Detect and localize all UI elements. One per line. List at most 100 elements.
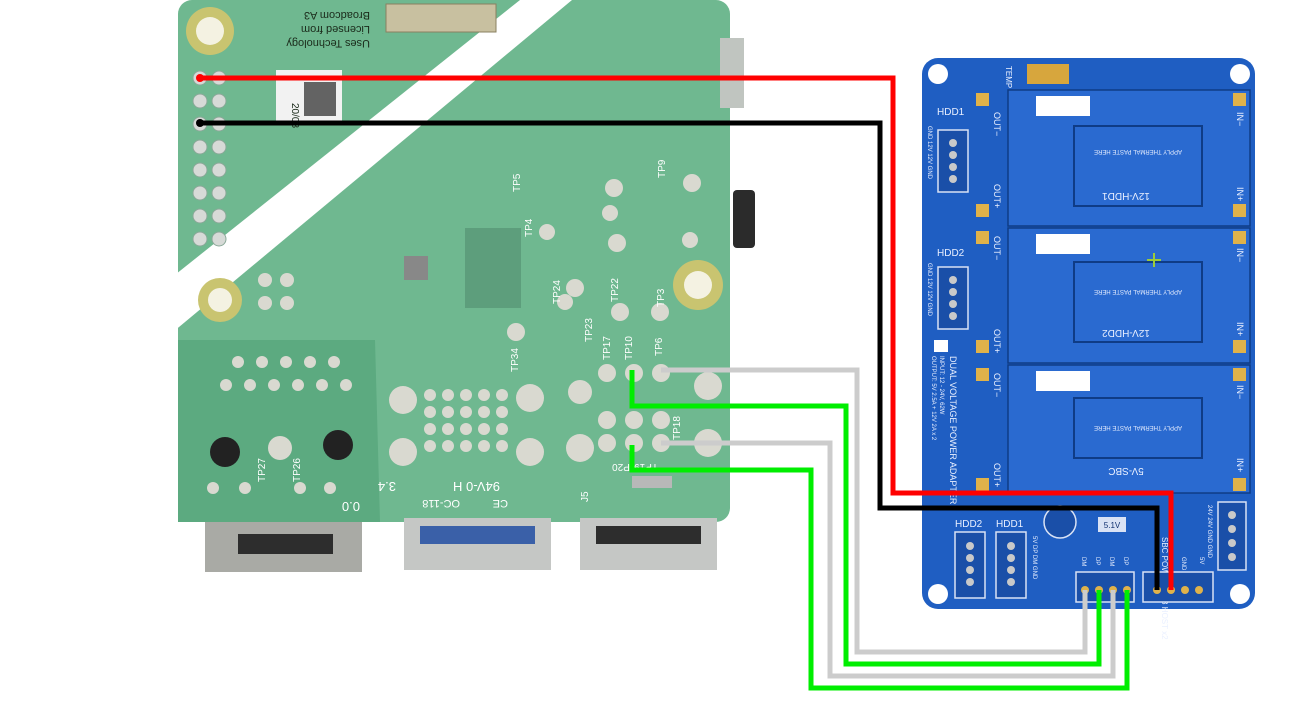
thermal-label: APPLY THERMAL PASTE HERE [1094, 424, 1182, 430]
tp-label: TP26 [292, 458, 303, 482]
tp-label: TP10 [624, 336, 635, 360]
audio-jack [733, 190, 755, 248]
out-in-pads [976, 93, 1246, 491]
output-spec: OUTPUT: 5V 2.5A + 12V 2A x 2 [930, 356, 936, 441]
in-plus-label: IN+ [1235, 322, 1245, 336]
raspberry-pi-board: Uses Technology Licensed from Broadcom A… [161, 0, 770, 582]
hdd1-connector: HDD1 GND 12V 12V GND [926, 107, 969, 193]
pin-label: 5V [1198, 557, 1204, 564]
pin-label: DP [1094, 557, 1100, 565]
out-plus-label: OUT+ [992, 184, 1002, 208]
tp-label: TP27 [257, 458, 268, 482]
hdd-pins-label: GND 12V 12V GND [926, 263, 932, 317]
wire-gnd [200, 120, 1160, 590]
mounting-hole [928, 584, 948, 604]
hdd1-label: HDD1 [937, 107, 965, 118]
mounting-hole [1230, 584, 1250, 604]
hdd2-connector: HDD2 GND 12V 12V GND [926, 248, 969, 330]
pin-label: GND [1180, 557, 1186, 571]
wire-data-c [629, 370, 1102, 667]
wire-data-d [629, 445, 1130, 691]
tp-label: TP9 [657, 159, 668, 178]
wire-data-b [661, 440, 1116, 679]
mounting-hole [1230, 64, 1250, 84]
pin-label: DP [1122, 557, 1128, 565]
j5-label: J5 [580, 491, 591, 502]
sd-slot [385, 3, 497, 33]
zener-label: 5.1V [1104, 521, 1121, 530]
usb-host-connector: DM DP DM DP [1075, 557, 1135, 603]
diagonal-stripe [161, 0, 572, 342]
tp-label: TP4 [524, 218, 535, 237]
silk-line: Licensed from [301, 23, 370, 35]
tp-label: TP23 [584, 318, 595, 342]
mounting-hole [673, 260, 723, 310]
out-plus-label: OUT+ [992, 463, 1002, 487]
out-minus-label: OUT− [992, 373, 1002, 397]
tp-labels: TP5 TP9 TP4 TP24 TP22 TP3 TP23 TP17 TP10… [257, 159, 683, 482]
bottom-hdd1-connector: HDD1 5V DP DM GND [995, 519, 1037, 599]
thermal-label: APPLY THERMAL PASTE HERE [1094, 288, 1182, 294]
tp-label: TP6 [654, 337, 665, 356]
wire-5v [200, 75, 1174, 590]
screw-head [210, 437, 240, 467]
bga-area [465, 228, 521, 308]
hdd1-label: HDD1 [996, 519, 1024, 530]
tp-label: TP18 [672, 416, 683, 440]
in-minus-label: IN− [1235, 112, 1245, 126]
board-mark: 3.4 [378, 479, 396, 494]
in-plus-label: IN+ [1235, 187, 1245, 201]
pin-label: DM [1080, 557, 1086, 566]
adapter-title: DUAL VOLTAGE POWER ADAPTER [948, 356, 958, 505]
in-minus-label: IN− [1235, 385, 1245, 399]
section-label: 12V-HDD1 [1102, 190, 1150, 201]
screw-head [323, 430, 353, 460]
input-spec: INPUT: 12 - 24V, 62W [938, 356, 944, 415]
power-adapter-board: TEMP APPLY THERMAL PASTE HERE 12V-HDD1 A… [922, 58, 1255, 640]
usb-pins-label: 5V DP DM GND [1031, 536, 1037, 580]
ce-mark: CE [493, 497, 508, 509]
silk-line: Broadcom A3 [304, 9, 370, 21]
in-plus-label: IN+ [1235, 458, 1245, 472]
rev-mark: 0.0 [342, 499, 360, 514]
in-minus-label: IN− [1235, 248, 1245, 262]
section-sbc: APPLY THERMAL PASTE HERE 5V-SBC [1007, 364, 1251, 494]
tp-label: TP19 [634, 461, 658, 472]
silk-line: Uses Technology [286, 37, 370, 49]
out-minus-label: OUT− [992, 236, 1002, 260]
board-mark: 94V-0 H [453, 479, 500, 494]
section-label: 5V-SBC [1108, 465, 1144, 476]
test-connector [632, 476, 672, 488]
section-hdd1: APPLY THERMAL PASTE HERE 12V-HDD1 [1007, 89, 1251, 227]
mounting-hole [198, 278, 242, 322]
section-hdd2: APPLY THERMAL PASTE HERE 12V-HDD2 [1007, 227, 1251, 364]
wire-endpoints [196, 74, 204, 127]
temp-label: TEMP [1004, 66, 1013, 88]
tp-label: TP22 [610, 278, 621, 302]
zener-diode [1098, 517, 1126, 532]
tp-label: TP5 [512, 173, 523, 192]
crystal [404, 256, 428, 280]
usb-c-port [720, 38, 744, 108]
out-plus-label: OUT+ [992, 329, 1002, 353]
input-connector: 24V 24V GND GND [1206, 501, 1247, 571]
bottom-hdd2-connector: HDD2 [954, 519, 986, 599]
tp-label: TP20 [612, 461, 636, 472]
wires [200, 75, 1174, 691]
temp-pad [1027, 64, 1069, 84]
input-pins-label: 24V 24V GND GND [1206, 505, 1212, 559]
tp-label: TP24 [552, 280, 563, 304]
pi-silk-text: Uses Technology Licensed from Broadcom A… [286, 9, 370, 49]
tp-label: TP34 [510, 348, 521, 372]
pin-label: DM [1108, 557, 1114, 566]
oc-mark: OC-118 [422, 497, 460, 509]
date-code: 20/03 [289, 103, 300, 128]
hdd-pins-label: GND 12V 12V GND [926, 126, 932, 180]
capacitor [1043, 505, 1077, 539]
tp-label: TP17 [602, 336, 613, 360]
hdd2-label: HDD2 [955, 519, 983, 530]
mounting-hole [928, 64, 948, 84]
wire-data-a [661, 367, 1088, 655]
mounting-hole [186, 7, 234, 55]
